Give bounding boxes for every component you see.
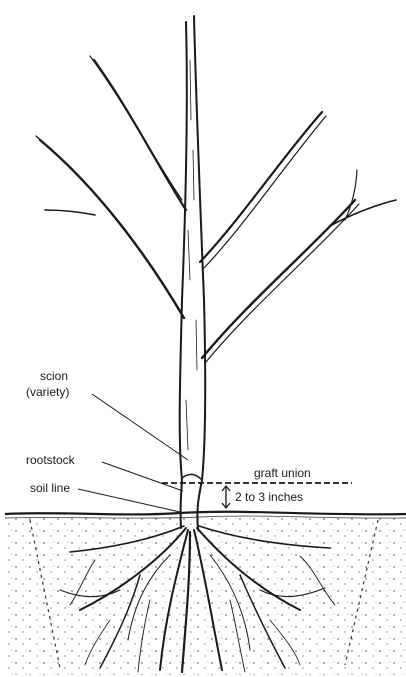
label-scion: scion xyxy=(40,369,68,383)
leader-lines xyxy=(78,394,188,512)
tree-branches xyxy=(36,56,396,362)
label-soil-line: soil line xyxy=(30,481,70,495)
label-rootstock: rootstock xyxy=(26,453,75,467)
label-scion-variety: (variety) xyxy=(26,385,69,399)
soil-texture xyxy=(5,515,405,675)
label-graft-union: graft union xyxy=(254,466,311,480)
depth-arrow xyxy=(222,486,230,508)
label-depth: 2 to 3 inches xyxy=(235,490,303,504)
tree-trunk xyxy=(180,16,206,528)
